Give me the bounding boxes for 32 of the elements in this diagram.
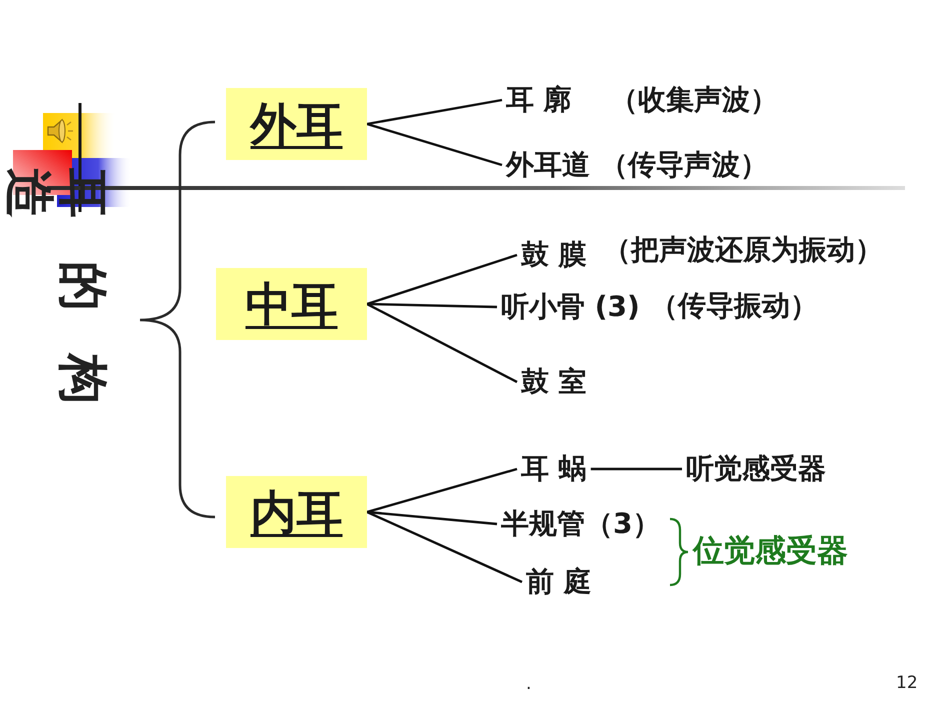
connector-line (366, 254, 518, 306)
term-label: 听觉感受器 (682, 451, 830, 487)
term-label: 鼓 膜 (517, 237, 591, 273)
function-note: （收集声波） (610, 82, 778, 118)
connector-line (366, 122, 502, 166)
vertical-title: 耳的构造 (2, 168, 110, 449)
heading-text: 中耳 (246, 278, 338, 330)
connector-line (590, 468, 682, 470)
connector-line (366, 510, 522, 584)
term-label: 前 庭 (522, 564, 596, 600)
function-note: （传导振动） (650, 288, 818, 324)
connector-line (366, 302, 518, 384)
term-label: 半规管（3） (497, 506, 664, 542)
term-label: 耳 廓 (502, 82, 576, 118)
function-note: （把声波还原为振动） (603, 232, 883, 268)
group-label: 位觉感受器 (693, 532, 848, 570)
heading-text: 内耳 (250, 486, 342, 538)
connector-line (366, 468, 518, 514)
term-label: 鼓 室 (517, 364, 591, 400)
function-note: （传导声波） (600, 147, 768, 183)
connector-line (366, 98, 502, 126)
connector-line (366, 510, 498, 526)
heading-text: 外耳 (250, 98, 342, 150)
term-label: 耳 蜗 (517, 451, 591, 487)
highlight-box (226, 88, 367, 160)
highlight-box (226, 476, 367, 548)
term-label: 听小骨 (3) (497, 289, 644, 325)
page-number: 12 (896, 673, 918, 693)
footer-text: . (526, 674, 532, 694)
term-label: 外耳道 (502, 147, 594, 183)
connector-line (366, 302, 498, 308)
highlight-box (216, 268, 367, 340)
